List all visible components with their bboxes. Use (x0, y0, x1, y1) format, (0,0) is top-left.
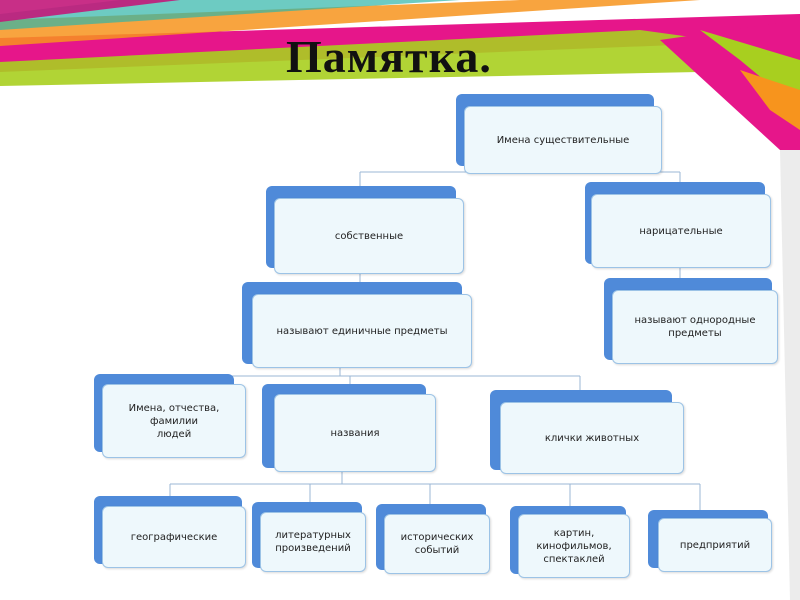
node-historical-label: исторических событий (400, 532, 474, 556)
node-films: картин, кинофильмов, спектаклей (510, 506, 630, 578)
node-enterprises-label: предприятий (679, 539, 751, 551)
node-proper-desc: называют единичные предметы (242, 282, 472, 368)
ribbon-lime-right (700, 30, 800, 110)
node-historical: исторических событий (376, 504, 490, 574)
node-proper-desc-label: называют единичные предметы (276, 325, 448, 337)
ribbon-lime (0, 30, 800, 86)
ribbon-dark-right (780, 150, 800, 600)
node-literary-label: литературных произведений (275, 530, 351, 554)
node-names-people-label: Имена, отчества, фамилии людей (128, 402, 220, 440)
node-enterprises: предприятий (648, 510, 772, 572)
ribbon-magenta-top (0, 0, 180, 22)
node-proper-label: собственные (334, 230, 404, 242)
node-titles: названия (262, 384, 436, 472)
node-nouns: Имена существительные (456, 94, 662, 174)
slide-title: Памятка. (286, 31, 492, 82)
node-names-people: Имена, отчества, фамилии людей (94, 374, 246, 458)
node-nouns-label: Имена существительные (496, 134, 630, 146)
connector-titles (169, 468, 701, 510)
node-common-label: нарицательные (639, 225, 723, 237)
node-animal-names: клички животных (490, 390, 684, 474)
node-literary: литературных произведений (252, 502, 366, 572)
node-geographic-label: географические (130, 531, 218, 543)
ribbon-orange (0, 0, 700, 46)
node-films-label: картин, кинофильмов, спектаклей (536, 527, 612, 565)
node-titles-label: названия (330, 427, 380, 439)
node-proper: собственные (266, 186, 464, 274)
node-geographic: географические (94, 496, 246, 568)
node-common: нарицательные (585, 182, 771, 268)
node-common-desc-label: называют однородные предметы (634, 315, 756, 339)
node-common-desc: называют однородные предметы (604, 278, 778, 364)
node-animal-names-label: клички животных (544, 432, 640, 444)
ribbon-orange-right (740, 70, 800, 130)
